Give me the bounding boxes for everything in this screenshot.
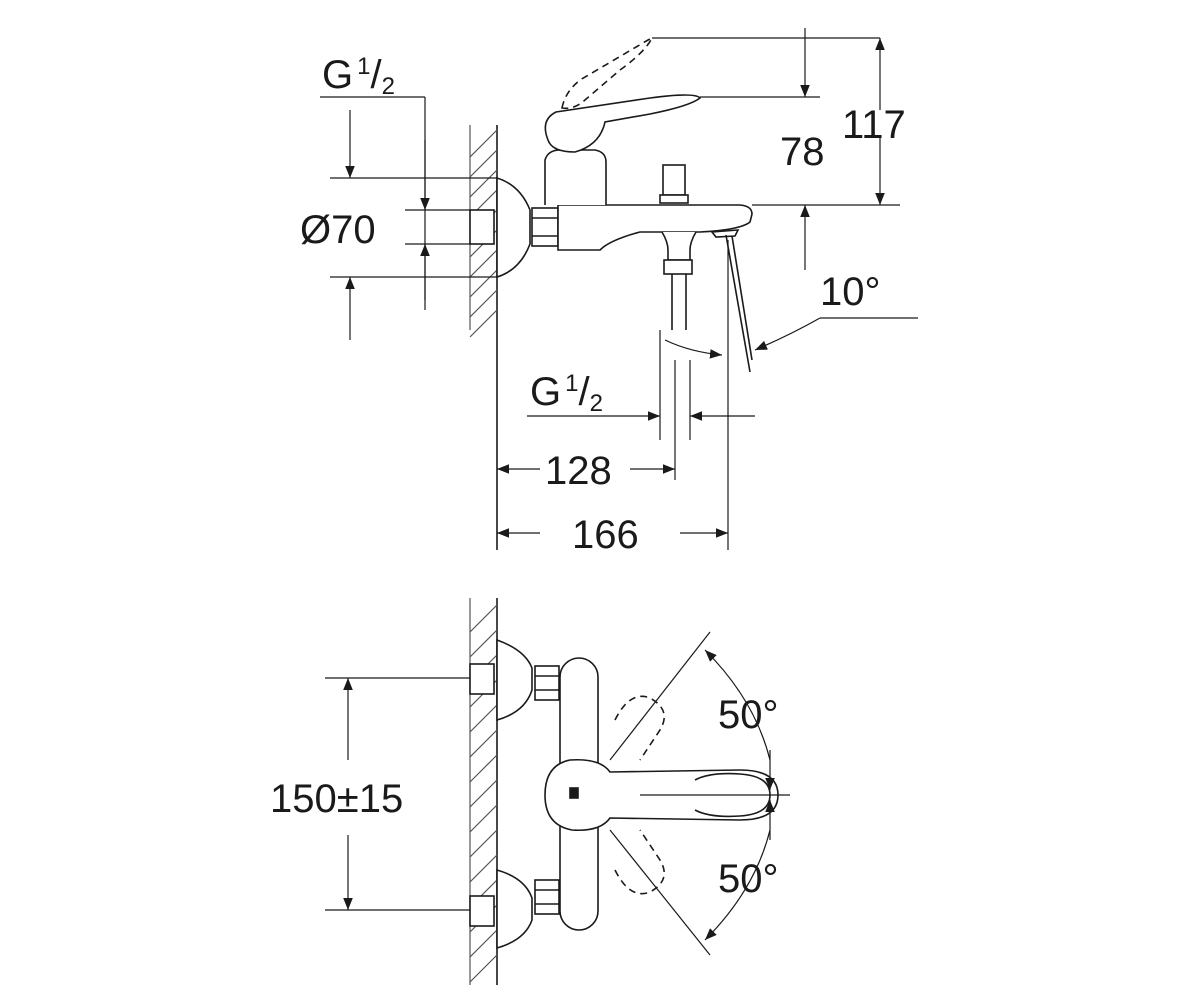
angle-bottom-label: 50° [718, 857, 779, 901]
diverter-knob [662, 164, 686, 196]
flange-bottom [496, 868, 533, 950]
front-view [469, 598, 779, 985]
wall-side [469, 125, 498, 550]
flange-side [496, 176, 531, 279]
mixer-body-side [557, 204, 753, 251]
wall-connector-bottom [469, 895, 495, 927]
hose-connector [661, 231, 697, 261]
front-dimensions [325, 631, 790, 956]
lever-dashed-up [614, 695, 666, 761]
lever-dashed-down [614, 829, 666, 895]
hex-nut-side [531, 207, 559, 247]
angle-10-label: 10° [820, 270, 881, 314]
lever-raised-dashed [561, 36, 654, 110]
flange-top [496, 638, 533, 722]
wall-connector [469, 209, 495, 245]
height-78-label: 78 [780, 130, 825, 174]
wall-front [469, 598, 498, 985]
hex-nut-bottom [534, 879, 560, 915]
spacing-label: 150±15 [270, 777, 403, 821]
hex-nut-top [534, 665, 560, 701]
length-128-label: 128 [545, 449, 612, 493]
diameter-label: Ø70 [300, 208, 376, 252]
side-dimensions [320, 28, 918, 550]
height-117-label: 117 [842, 103, 906, 147]
length-166-label: 166 [572, 513, 639, 557]
wall-connector-top [469, 663, 495, 695]
cartridge-column [544, 149, 607, 205]
lever-indicator [569, 787, 579, 799]
angle-top-label: 50° [718, 693, 779, 737]
spout-axis-vertical [725, 234, 751, 373]
front-labels: 150±15 50° 50° [270, 693, 779, 901]
lever-side [544, 94, 702, 153]
side-view [469, 36, 753, 550]
spout-outlet [710, 229, 740, 238]
